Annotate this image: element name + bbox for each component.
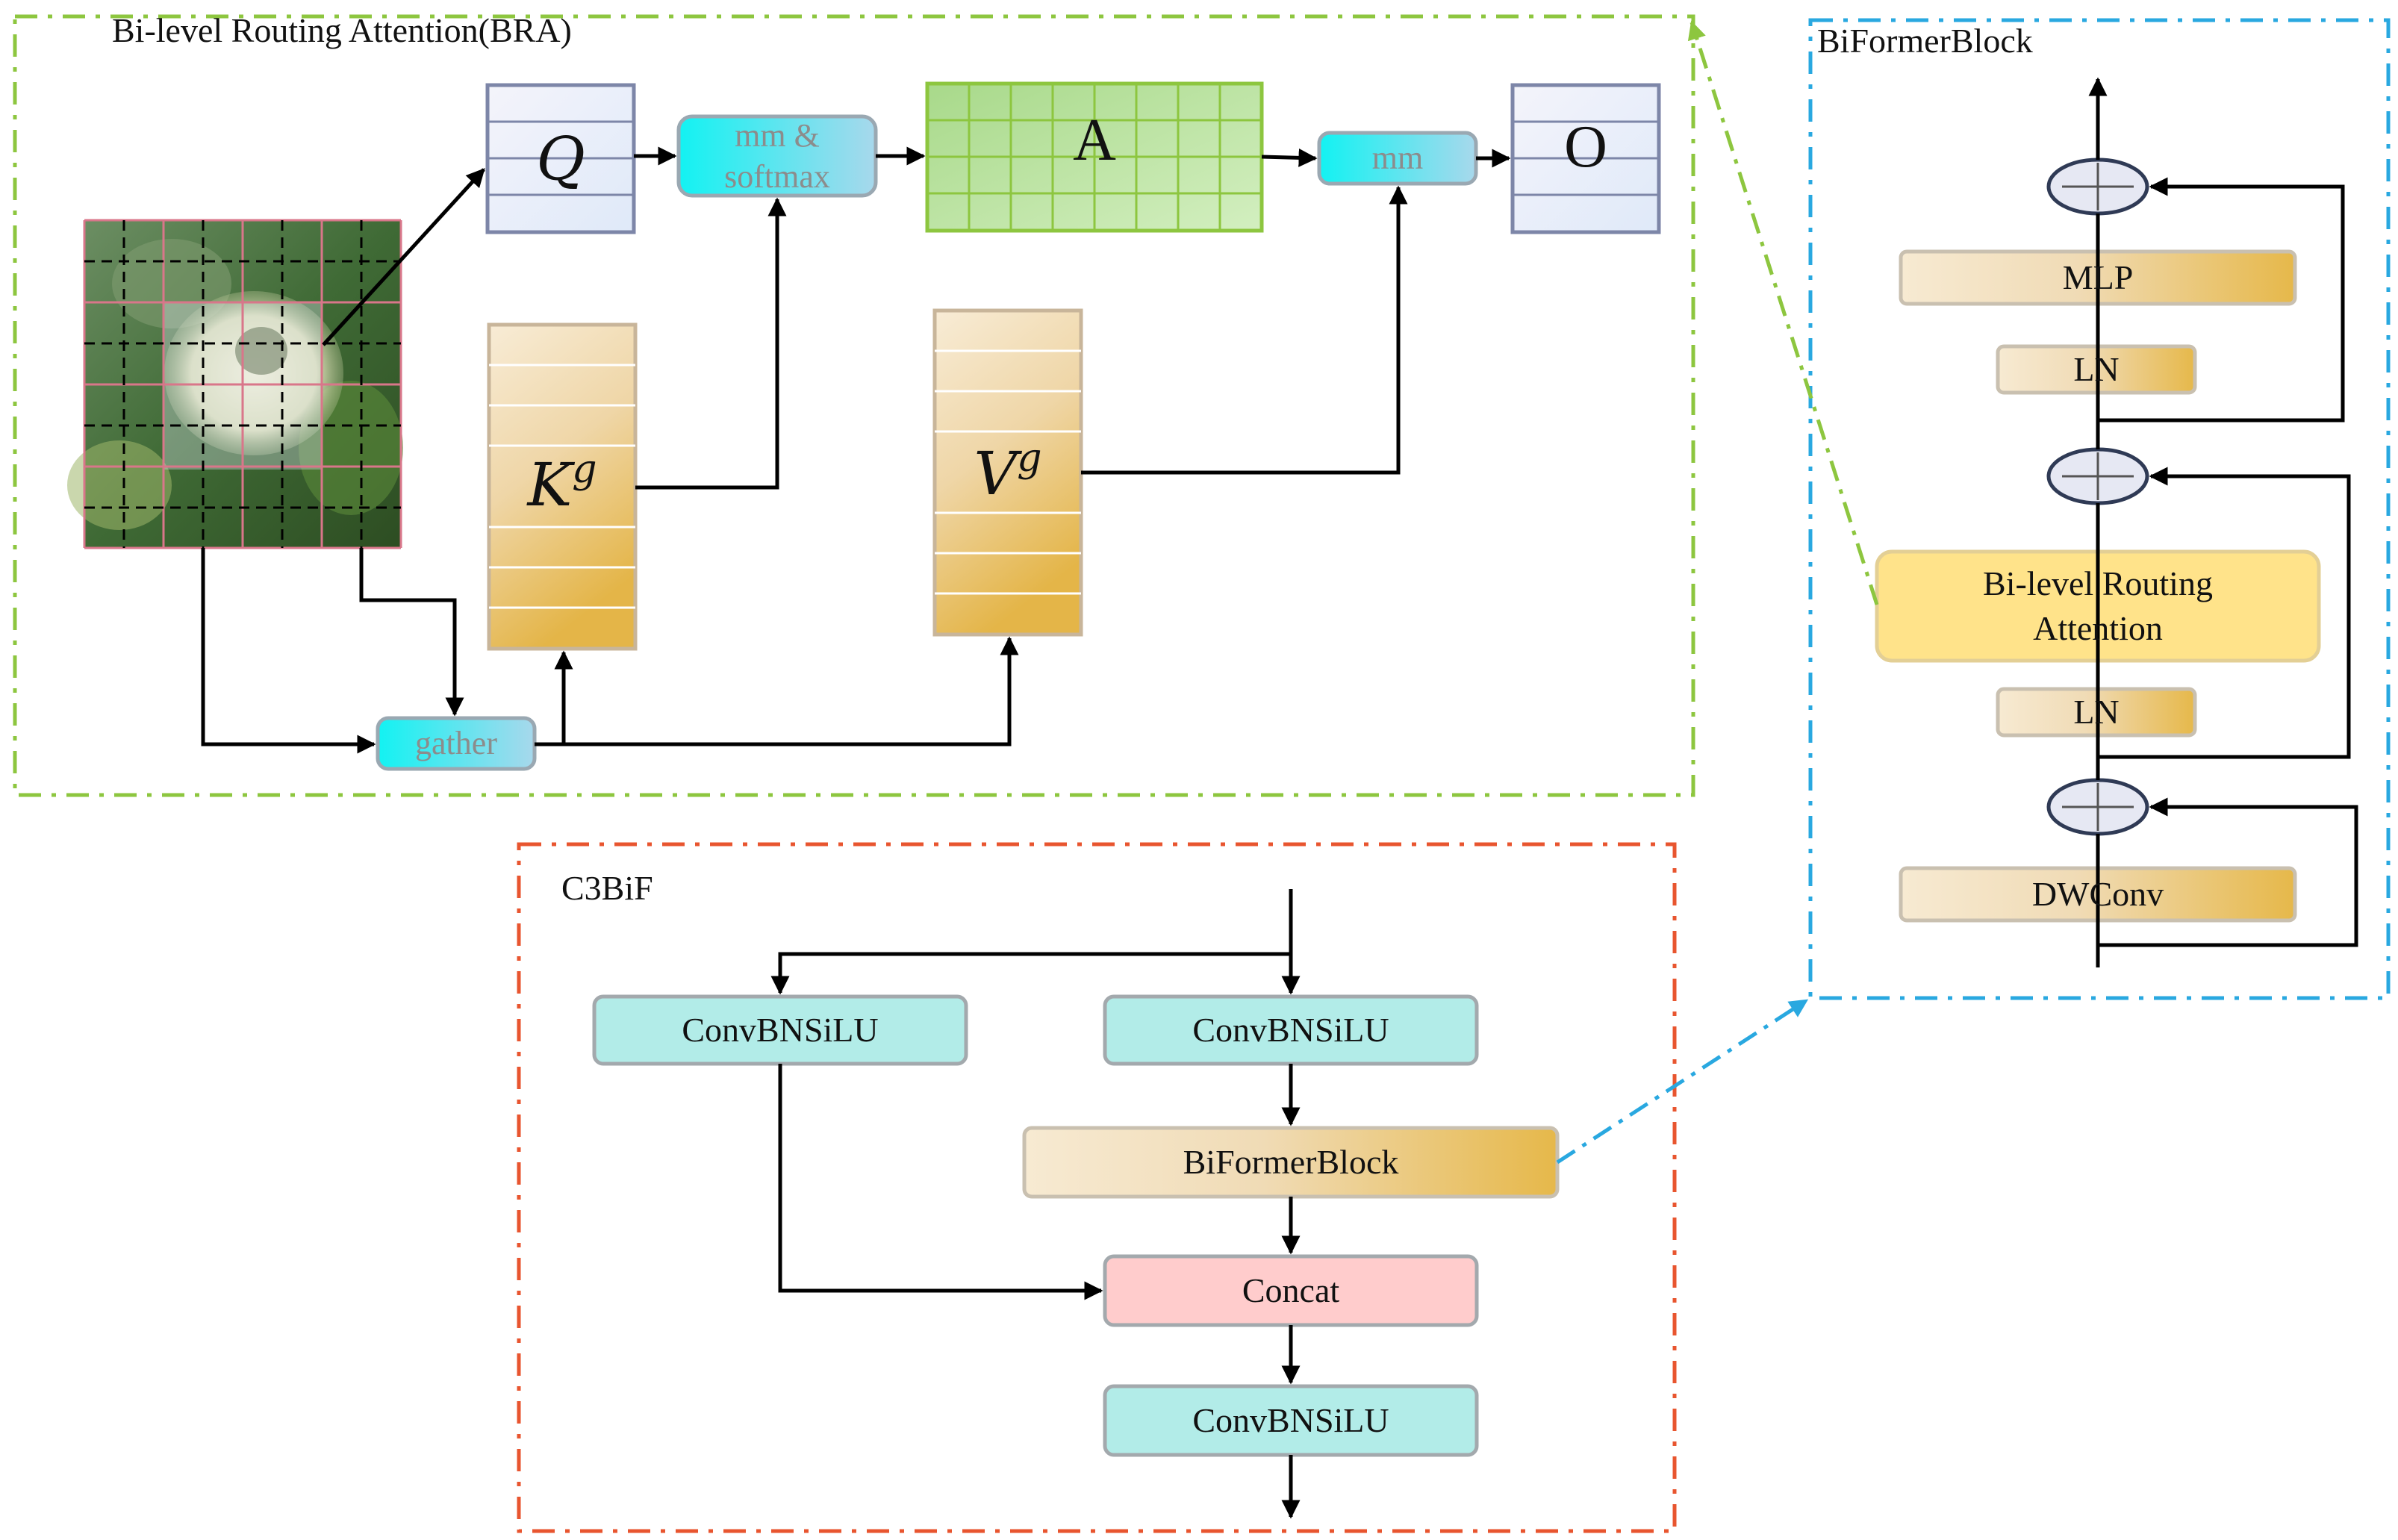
conv-out-label: ConvBNSiLU [1192,1400,1389,1439]
bra-attention-line-1: Bi-level Routing [1983,564,2213,603]
bra-link-arrow [1687,20,1879,605]
vg-matrix [932,308,1083,637]
ln-bottom-label: LN [2073,692,2120,731]
bra-attention-line-2: Attention [2033,609,2163,647]
plus-circle-icon [2046,158,2149,216]
mm-softmax-line-2: softmax [724,158,830,195]
o-label: O [1564,114,1607,180]
conv-left-label: ConvBNSiLU [682,1010,879,1049]
ln-top-label: LN [2073,349,2120,388]
mm-softmax-line-1: mm & [735,117,820,154]
a-label: A [1073,107,1116,173]
c3bif-title: C3BiF [561,869,653,907]
c3bif-frame [517,842,1677,1533]
o-matrix [1510,83,1661,234]
mm-softmax-label: mm & softmax [679,116,876,196]
dwconv-label: DWConv [2031,874,2164,913]
q-label: Q [536,123,585,193]
mlp-label: MLP [2062,258,2134,296]
image-patch-grid-icon [67,219,403,549]
vg-base: V [974,439,1018,508]
kg-matrix [487,322,638,651]
mm-label: mm [1371,139,1424,176]
gather-label: gather [415,724,497,761]
plus-circle-icon [2046,778,2149,836]
kg-base: K [527,450,573,520]
q-matrix [485,83,636,234]
bra-frame [13,14,1695,797]
biformer-label: BiFormerBlock [1183,1142,1399,1181]
a-matrix [925,81,1264,233]
bra-title: Bi-level Routing Attention(BRA) [112,11,572,49]
biformer-link-arrow [1556,998,1809,1165]
plus-circle-icon [2046,447,2149,505]
bra-attention-label: Bi-level Routing Attention [1877,552,2319,661]
conv-right-label: ConvBNSiLU [1192,1010,1389,1049]
biformer-block-title: BiFormerBlock [1817,22,2033,60]
biformer-frame [1808,18,2391,1000]
concat-label: Concat [1242,1271,1340,1309]
